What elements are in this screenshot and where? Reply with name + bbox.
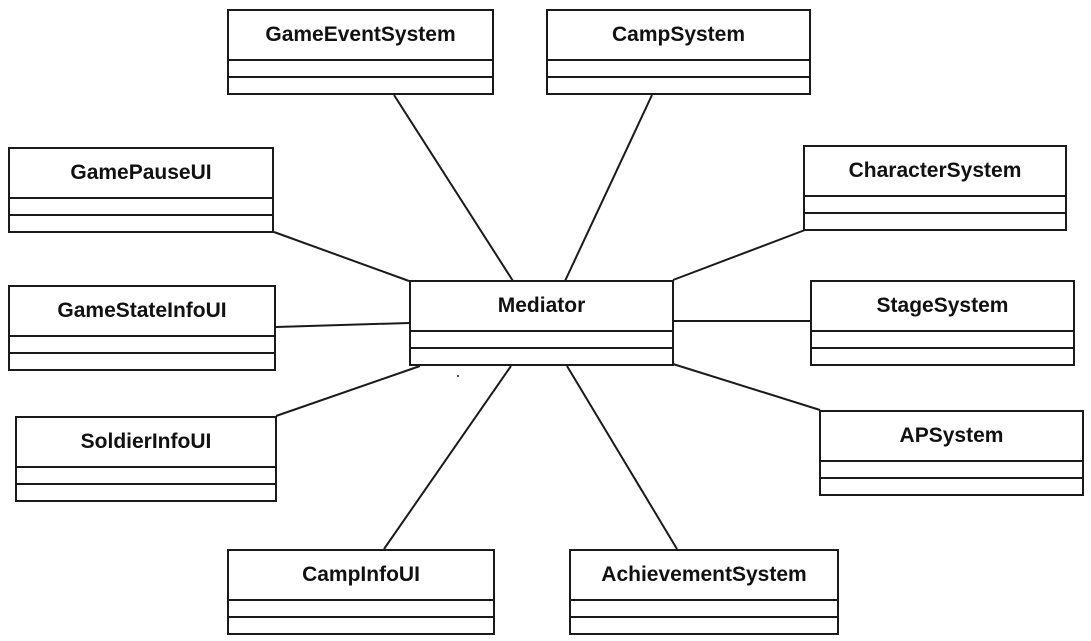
association-line bbox=[566, 365, 678, 550]
class-operations-compartment bbox=[548, 76, 809, 93]
class-operations-compartment bbox=[229, 616, 493, 633]
class-box-soldier-info-ui: SoldierInfoUI bbox=[15, 416, 277, 502]
class-operations-compartment bbox=[812, 347, 1073, 364]
class-box-achievement-system: AchievementSystem bbox=[569, 549, 839, 635]
class-box-camp-info-ui: CampInfoUI bbox=[227, 549, 495, 635]
class-name: StageSystem bbox=[876, 294, 1009, 317]
class-name: GameStateInfoUI bbox=[57, 299, 227, 322]
class-attributes-compartment bbox=[17, 466, 275, 483]
class-box-ap-system: APSystem bbox=[819, 410, 1084, 496]
class-attributes-compartment bbox=[805, 195, 1065, 212]
class-attributes-compartment bbox=[10, 197, 272, 214]
class-name: GameEventSystem bbox=[265, 23, 456, 46]
class-box-camp-system: CampSystem bbox=[546, 9, 811, 95]
class-name: CampInfoUI bbox=[302, 563, 420, 586]
class-attributes-compartment bbox=[10, 335, 274, 352]
association-line bbox=[393, 94, 514, 282]
class-name: SoldierInfoUI bbox=[80, 430, 212, 453]
class-attributes-compartment bbox=[821, 460, 1082, 477]
class-name: CampSystem bbox=[611, 23, 746, 46]
class-operations-compartment bbox=[571, 616, 837, 633]
class-attributes-compartment bbox=[571, 599, 837, 616]
association-line bbox=[672, 363, 821, 411]
class-operations-compartment bbox=[10, 214, 272, 231]
association-line bbox=[275, 322, 410, 328]
class-operations-compartment bbox=[411, 347, 672, 364]
scan-speck bbox=[457, 375, 459, 377]
class-operations-compartment bbox=[821, 477, 1082, 494]
class-operations-compartment bbox=[10, 352, 274, 369]
class-name: CharacterSystem bbox=[848, 159, 1022, 182]
class-operations-compartment bbox=[17, 483, 275, 500]
class-operations-compartment bbox=[229, 76, 492, 93]
class-attributes-compartment bbox=[548, 59, 809, 76]
class-name: AchievementSystem bbox=[601, 563, 807, 586]
class-name: Mediator bbox=[497, 294, 586, 317]
association-line bbox=[672, 229, 806, 281]
class-box-stage-system: StageSystem bbox=[810, 280, 1075, 366]
class-box-game-pause-ui: GamePauseUI bbox=[8, 147, 274, 233]
class-attributes-compartment bbox=[229, 599, 493, 616]
class-box-character-system: CharacterSystem bbox=[803, 145, 1067, 231]
association-line bbox=[275, 365, 421, 417]
association-line bbox=[564, 94, 653, 282]
class-name: APSystem bbox=[899, 424, 1004, 447]
class-box-game-state-info-ui: GameStateInfoUI bbox=[8, 285, 276, 371]
class-attributes-compartment bbox=[229, 59, 492, 76]
class-attributes-compartment bbox=[812, 330, 1073, 347]
association-line bbox=[383, 365, 512, 550]
class-operations-compartment bbox=[805, 212, 1065, 229]
class-box-game-event-system: GameEventSystem bbox=[227, 9, 494, 95]
class-name: GamePauseUI bbox=[70, 161, 212, 184]
association-line bbox=[273, 231, 410, 282]
class-box-mediator: Mediator bbox=[409, 280, 674, 366]
class-attributes-compartment bbox=[411, 330, 672, 347]
